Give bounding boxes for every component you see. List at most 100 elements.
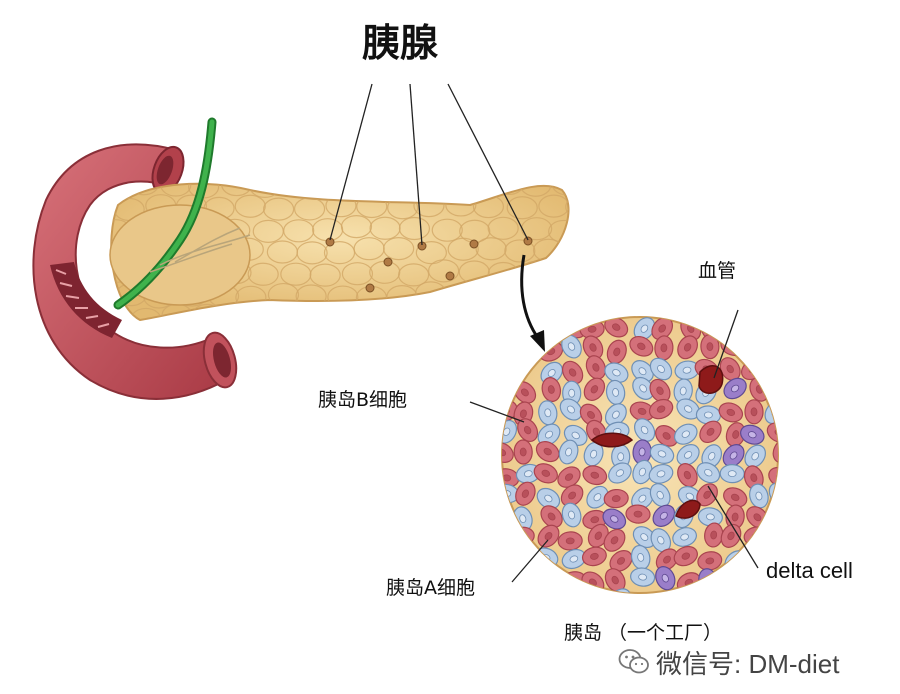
cell-nucleus	[590, 385, 599, 394]
cell-nucleus	[683, 470, 692, 480]
cell-nucleus	[726, 364, 734, 374]
cell-nucleus	[544, 532, 553, 541]
cell-nucleus	[521, 489, 530, 498]
cell-nucleus	[681, 552, 691, 560]
cell-nucleus	[710, 530, 718, 540]
pancreas-lobule	[506, 196, 538, 220]
watermark-text: 微信号: DM-diet	[656, 648, 840, 679]
pancreas-lobule	[535, 283, 567, 307]
pancreas-lobule	[310, 183, 342, 196]
cell-nucleus	[726, 408, 736, 416]
cell-nucleus	[610, 536, 619, 545]
cell-nucleus	[706, 427, 715, 436]
cell-nucleus	[612, 369, 621, 377]
cell-nucleus	[568, 491, 577, 500]
a-cell	[655, 425, 679, 447]
b-cell	[648, 463, 674, 484]
cell-body	[502, 442, 514, 463]
cell-nucleus	[613, 347, 621, 357]
cell-nucleus	[519, 514, 527, 524]
a-cell	[718, 402, 744, 423]
a-cell	[581, 546, 607, 567]
cell-nucleus	[517, 532, 527, 540]
cell-nucleus	[610, 515, 619, 523]
pancreas-lobule	[431, 304, 463, 320]
cell-nucleus	[662, 432, 671, 440]
b-cell	[674, 423, 698, 445]
cell-nucleus	[729, 451, 738, 460]
cell-nucleus	[640, 324, 649, 333]
cell-nucleus	[547, 512, 556, 521]
pancreas-lobule	[563, 238, 569, 262]
b-cell	[631, 360, 654, 383]
b-cell	[561, 502, 582, 528]
a-cell	[513, 439, 533, 465]
pancreas-lobule	[476, 282, 508, 307]
cell-nucleus	[727, 531, 735, 541]
a-cell	[744, 399, 764, 425]
pancreas-lobule	[249, 303, 281, 320]
cell-nucleus	[568, 368, 577, 377]
pancreas-lobule	[493, 183, 525, 196]
cell-nucleus	[615, 595, 625, 605]
pancreas-lobule	[462, 303, 494, 320]
b-cell	[631, 487, 654, 510]
cell-nucleus	[704, 411, 713, 419]
pancreas-lobule	[504, 239, 536, 263]
b-cell	[605, 379, 626, 405]
diagram-title: 胰腺	[362, 21, 439, 65]
cell-nucleus	[750, 407, 758, 417]
pancreas-lobule	[218, 305, 250, 320]
pancreas-lobule	[448, 283, 480, 307]
a-cell	[582, 335, 604, 360]
a-cell	[649, 378, 671, 403]
cell-nucleus	[543, 447, 552, 456]
a-cell-label: 胰岛A细胞	[386, 577, 475, 599]
cell-nucleus	[567, 405, 575, 414]
cell-nucleus	[568, 510, 576, 520]
pancreas-lobule	[433, 183, 465, 199]
cell-nucleus	[732, 430, 740, 439]
a-cell	[629, 401, 655, 422]
b-cell	[634, 418, 656, 442]
cell-nucleus	[751, 452, 759, 461]
pancreas-lobule	[369, 216, 401, 240]
cell-nucleus	[640, 425, 649, 435]
a-cell	[723, 487, 748, 508]
pancreas-lobule	[283, 305, 315, 320]
pancreas-lobule	[370, 183, 403, 197]
b-cell	[559, 398, 583, 421]
islet-of-langerhans	[501, 316, 779, 605]
cell-nucleus	[520, 388, 529, 397]
cell-nucleus	[657, 450, 667, 458]
b-cell	[649, 483, 671, 508]
pancreas-lobule	[247, 262, 279, 286]
a-cell	[587, 523, 609, 548]
cell-nucleus	[590, 552, 599, 560]
delta-cell-label: delta cell	[766, 558, 853, 583]
a-cell	[700, 334, 720, 360]
cell-nucleus	[592, 363, 600, 372]
cell-nucleus	[638, 573, 647, 581]
cell-nucleus	[616, 557, 626, 565]
cell-nucleus	[750, 473, 758, 483]
cell-nucleus	[705, 557, 715, 565]
b-cell	[632, 526, 656, 549]
cell-nucleus	[661, 573, 669, 583]
a-cell	[603, 488, 629, 509]
islet-dot	[469, 239, 479, 249]
pancreas-lobule	[338, 306, 370, 320]
cell-nucleus	[612, 388, 620, 397]
cell-nucleus	[637, 342, 646, 350]
islet-dots	[325, 236, 533, 293]
pancreas-lobule	[567, 284, 569, 308]
cell-nucleus	[547, 369, 556, 377]
duodenum	[32, 143, 238, 400]
cell-nucleus	[523, 425, 532, 435]
cell-nucleus	[544, 408, 552, 418]
cell-nucleus	[590, 449, 598, 459]
cell-nucleus	[639, 384, 647, 393]
pancreas-lobule	[280, 262, 312, 286]
cell-nucleus	[658, 324, 667, 333]
